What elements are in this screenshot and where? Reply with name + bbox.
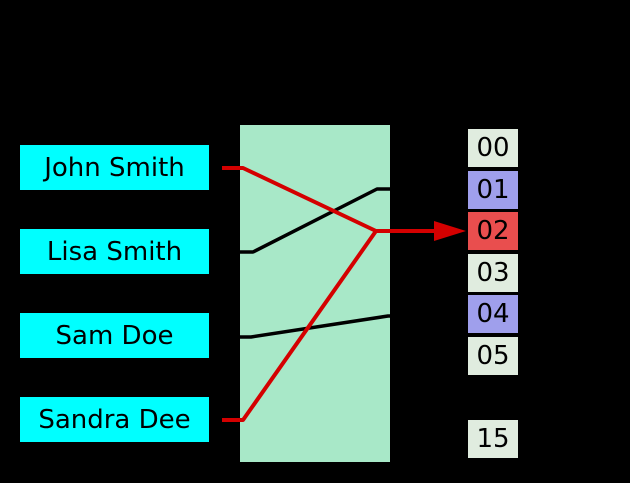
hash-function-box <box>240 125 390 462</box>
bucket-00: 00 <box>468 129 518 167</box>
key-box-john-smith: John Smith <box>20 145 209 190</box>
collision-arrowhead-icon <box>434 221 466 241</box>
bucket-15: 15 <box>468 419 518 458</box>
edge-sandra-dee-to-bucket-02 <box>222 229 378 422</box>
bucket-04: 04 <box>468 295 518 333</box>
edge-john-smith-to-bucket-02 <box>222 166 434 233</box>
edge-sam-doe-to-bucket-04 <box>240 314 467 339</box>
bucket-05: 05 <box>468 336 518 375</box>
key-box-sandra-dee: Sandra Dee <box>20 397 209 442</box>
key-box-sam-doe: Sam Doe <box>20 313 209 358</box>
key-box-lisa-smith: Lisa Smith <box>20 229 209 274</box>
bucket-02: 02 <box>468 212 518 250</box>
bucket-03: 03 <box>468 253 518 292</box>
edge-lisa-smith-to-bucket-01 <box>240 187 467 254</box>
bucket-01: 01 <box>468 170 518 209</box>
